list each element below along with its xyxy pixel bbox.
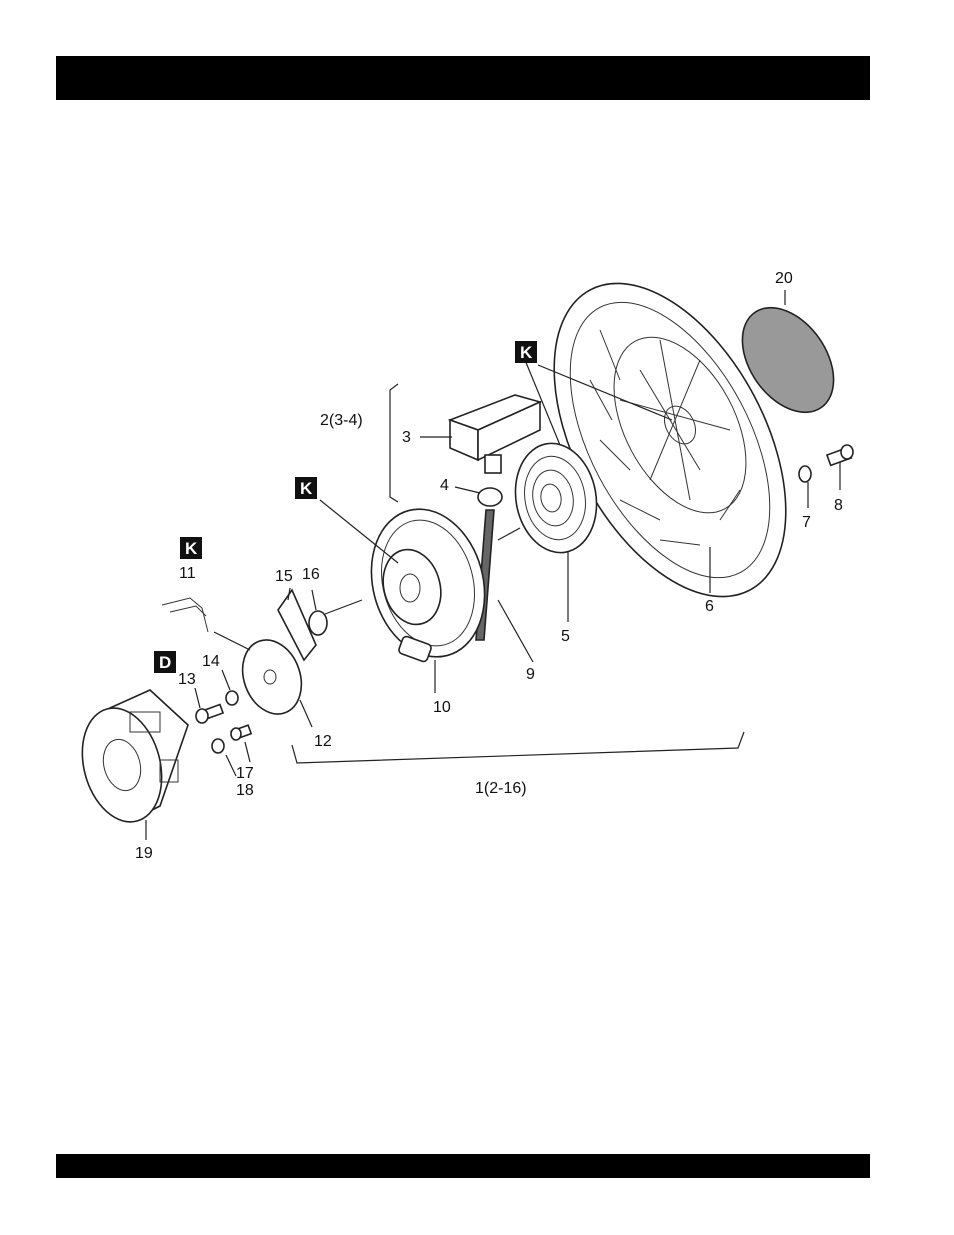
washer-14 (226, 691, 238, 705)
label-8: 8 (834, 497, 843, 514)
label-9: 9 (526, 666, 535, 683)
label-2: 2(3-4) (320, 412, 363, 429)
label-4: 4 (440, 477, 449, 494)
svg-text:D: D (159, 653, 171, 672)
starter-pulley (70, 690, 188, 831)
label-12: 12 (314, 733, 332, 750)
label-6: 6 (705, 598, 714, 615)
svg-text:K: K (185, 539, 198, 558)
label-17: 17 (236, 765, 254, 782)
label-3: 3 (402, 429, 411, 446)
label-11: 11 (179, 565, 196, 582)
label-18: 18 (236, 782, 254, 799)
badge-k-spring: K (180, 537, 202, 559)
label-5: 5 (561, 628, 570, 645)
rope-guide (478, 488, 502, 506)
friction-spring (162, 598, 208, 632)
label-16: 16 (302, 566, 320, 583)
spring-ring (309, 611, 327, 635)
label-15: 15 (275, 568, 293, 585)
svg-text:K: K (520, 343, 533, 362)
label-1: 1(2-16) (475, 780, 527, 797)
label-14: 14 (202, 653, 220, 670)
washer-18 (212, 739, 224, 753)
label-19: 19 (135, 845, 153, 862)
badge-d-bolt: D (154, 651, 176, 673)
washer-7 (799, 466, 811, 482)
bolt-17 (231, 725, 251, 740)
svg-text:K: K (300, 479, 313, 498)
label-7: 7 (802, 514, 811, 531)
label-20: 20 (775, 270, 793, 287)
badge-k-reel: K (295, 477, 317, 499)
label-13: 13 (178, 671, 196, 688)
label-10: 10 (433, 699, 451, 716)
badge-k-housing: K (515, 341, 537, 363)
starter-reel (355, 496, 500, 669)
